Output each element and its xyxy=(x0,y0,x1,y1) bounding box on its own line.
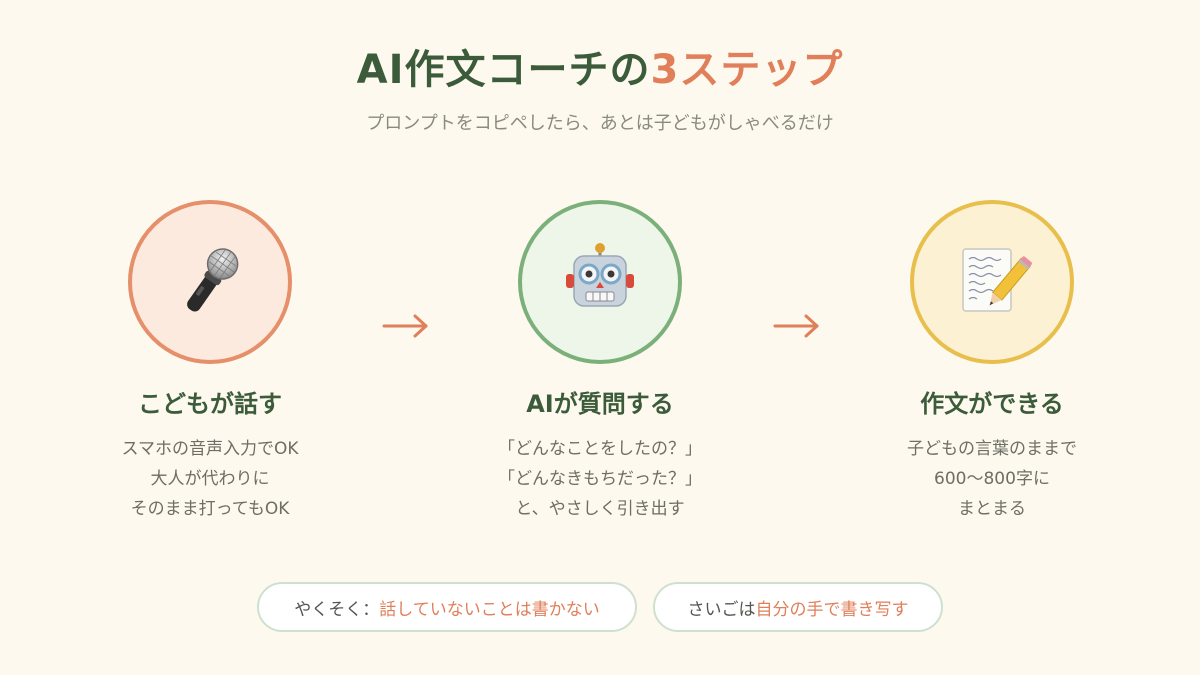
microphone-icon xyxy=(187,248,239,312)
page-subtitle: プロンプトをコピペしたら、あとは子どもがしゃべるだけ xyxy=(366,113,834,134)
step-3-line: 子どもの言葉のままで xyxy=(907,439,1077,459)
step-1-description: スマホの音声入力でOK 大人が代わりに そのまま打ってもOK xyxy=(60,434,360,524)
step-1-heading: こどもが話す xyxy=(138,390,282,418)
title-main: AI作文コーチの xyxy=(356,47,651,93)
step-3: 作文ができる 子どもの言葉のままで 600〜800字に まとまる xyxy=(842,200,1142,524)
rule-badge-promise: やくそく：話していないことは書かない xyxy=(257,582,637,632)
step-1-line: スマホの音声入力でOK xyxy=(121,439,299,459)
step-3-description: 子どもの言葉のままで 600〜800字に まとまる xyxy=(842,434,1142,524)
step-3-heading: 作文ができる xyxy=(920,390,1064,418)
step-1: こどもが話す スマホの音声入力でOK 大人が代わりに そのまま打ってもOK xyxy=(60,200,360,524)
step-2-line: 「どんなことをしたの？」 xyxy=(498,439,702,459)
step-3-line: まとまる xyxy=(958,499,1026,519)
step-1-line: 大人が代わりに xyxy=(150,469,270,489)
step-2-line: 「どんなきもちだった？」 xyxy=(498,469,702,489)
arrow-right-icon xyxy=(773,314,819,338)
rule-text: 自分の手で書き写す xyxy=(755,599,909,620)
step-1-circle xyxy=(128,200,292,364)
step-3-circle xyxy=(910,200,1074,364)
title-accent: 3ステップ xyxy=(650,47,844,93)
step-2: AIが質問する 「どんなことをしたの？」 「どんなきもちだった？」 と、やさしく… xyxy=(450,200,750,524)
step-2-line: と、やさしく引き出す xyxy=(515,499,685,519)
step-2-heading: AIが質問する xyxy=(526,390,674,418)
rule-badge-finish: さいごは自分の手で書き写す xyxy=(653,582,943,632)
memo-pencil-icon xyxy=(962,248,1032,312)
rule-label: やくそく： xyxy=(294,599,380,620)
step-1-line: そのまま打ってもOK xyxy=(130,499,290,519)
step-3-line: 600〜800字に xyxy=(934,469,1050,489)
page-title: AI作文コーチの3ステップ xyxy=(0,42,1200,98)
rule-label: さいごは xyxy=(687,599,756,620)
step-2-description: 「どんなことをしたの？」 「どんなきもちだった？」 と、やさしく引き出す xyxy=(450,434,750,524)
rule-text: 話していないことは書かない xyxy=(379,599,600,620)
step-2-circle xyxy=(518,200,682,364)
robot-icon xyxy=(566,243,634,307)
arrow-right-icon xyxy=(382,314,428,338)
